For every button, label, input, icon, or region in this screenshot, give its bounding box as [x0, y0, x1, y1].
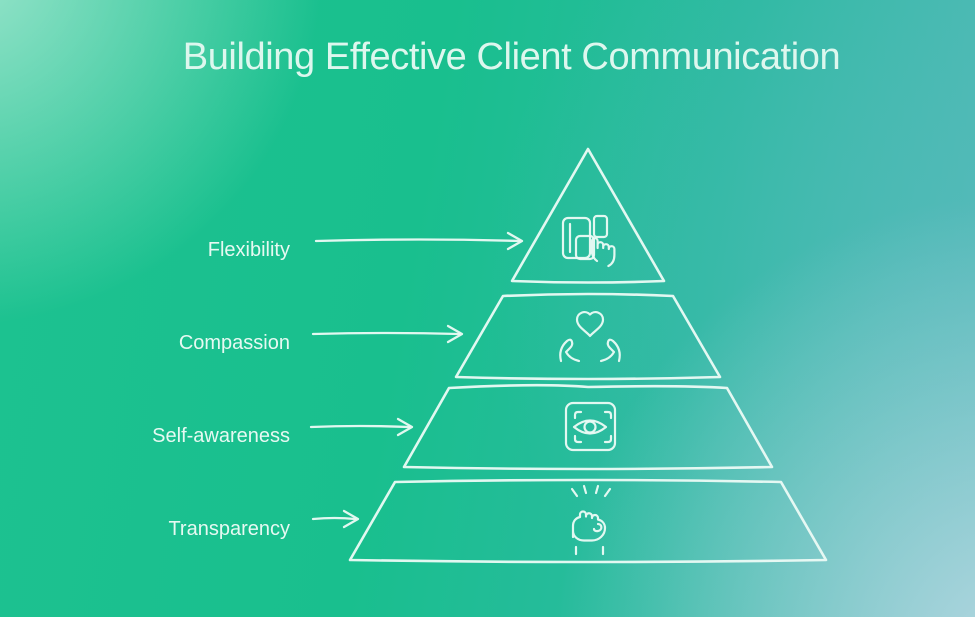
raised-fist-icon: [570, 484, 612, 556]
pyramid-level-transparency: [348, 478, 828, 564]
self-awareness-arrow: [309, 417, 414, 437]
label-self-awareness: Self-awareness: [152, 425, 290, 447]
transparency-arrow: [311, 509, 360, 529]
pyramid-level-self-awareness: [402, 383, 774, 471]
heart-in-hands-icon: [559, 311, 621, 363]
devices-tap-icon: [561, 214, 616, 268]
label-flexibility: Flexibility: [207, 239, 290, 261]
flexibility-arrow: [314, 231, 524, 251]
eye-focus-icon: [564, 401, 617, 452]
compassion-arrow: [311, 324, 464, 344]
pyramid-level-flexibility: [510, 147, 666, 284]
page-title: Building Effective Client Communication: [182, 36, 841, 78]
label-transparency: Transparency: [168, 518, 290, 540]
label-compassion: Compassion: [178, 332, 290, 354]
pyramid-level-compassion: [454, 292, 722, 381]
